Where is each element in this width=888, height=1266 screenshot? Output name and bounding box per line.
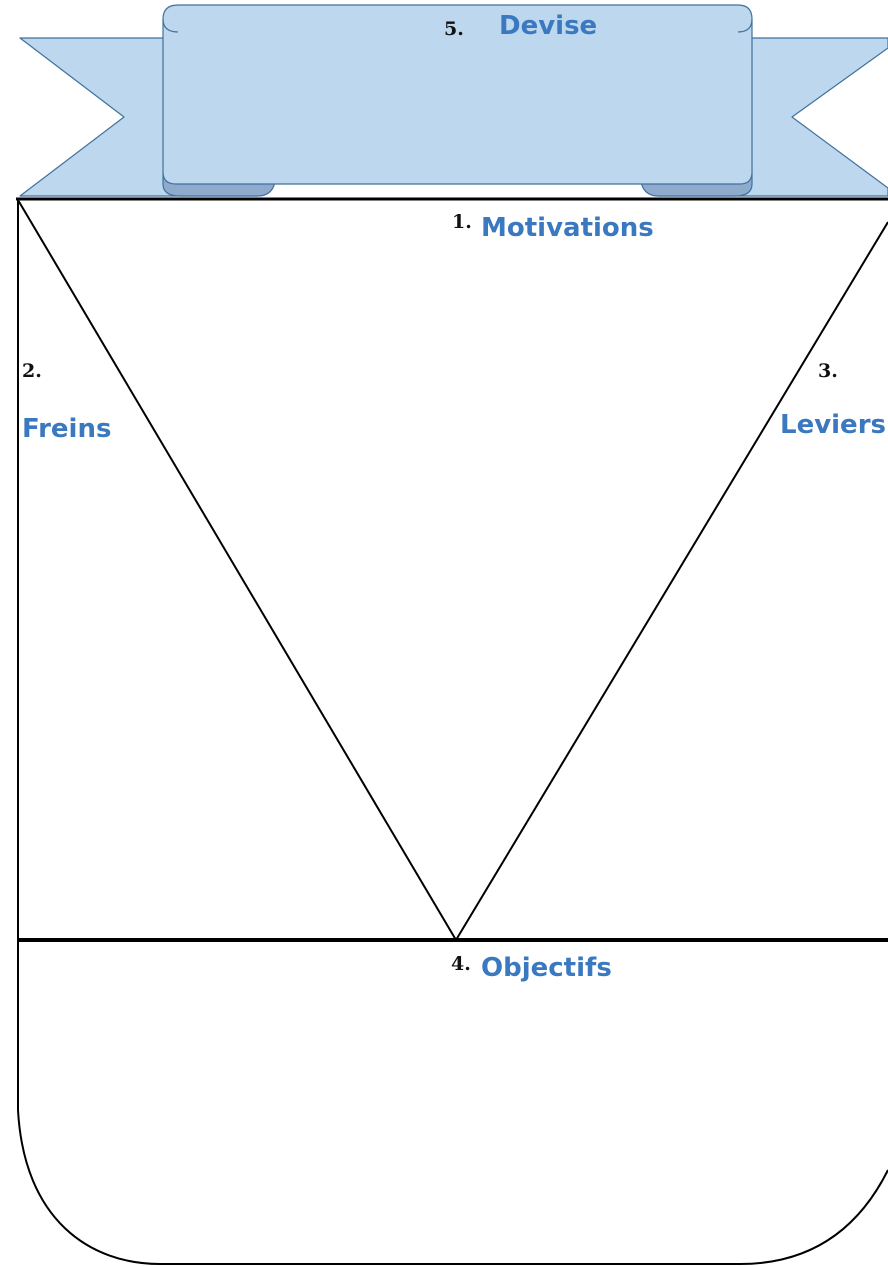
freins-number: 2. xyxy=(22,360,42,382)
banner-top-curl xyxy=(162,18,753,33)
objectifs-title: Objectifs xyxy=(481,953,612,983)
objectifs-number: 4. xyxy=(451,953,471,975)
devise-number: 5. xyxy=(444,18,464,40)
leviers-number: 3. xyxy=(818,360,838,382)
motivations-title: Motivations xyxy=(481,213,654,243)
motivations-number: 1. xyxy=(452,211,472,233)
triangle-right-side xyxy=(455,221,888,941)
banner-main xyxy=(162,4,753,185)
shield-bottom-curve xyxy=(17,1109,888,1265)
devise-title: Devise xyxy=(499,11,598,41)
freins-title: Freins xyxy=(22,414,112,444)
leviers-title: Leviers xyxy=(780,410,886,440)
triangle-left-side xyxy=(17,199,457,941)
